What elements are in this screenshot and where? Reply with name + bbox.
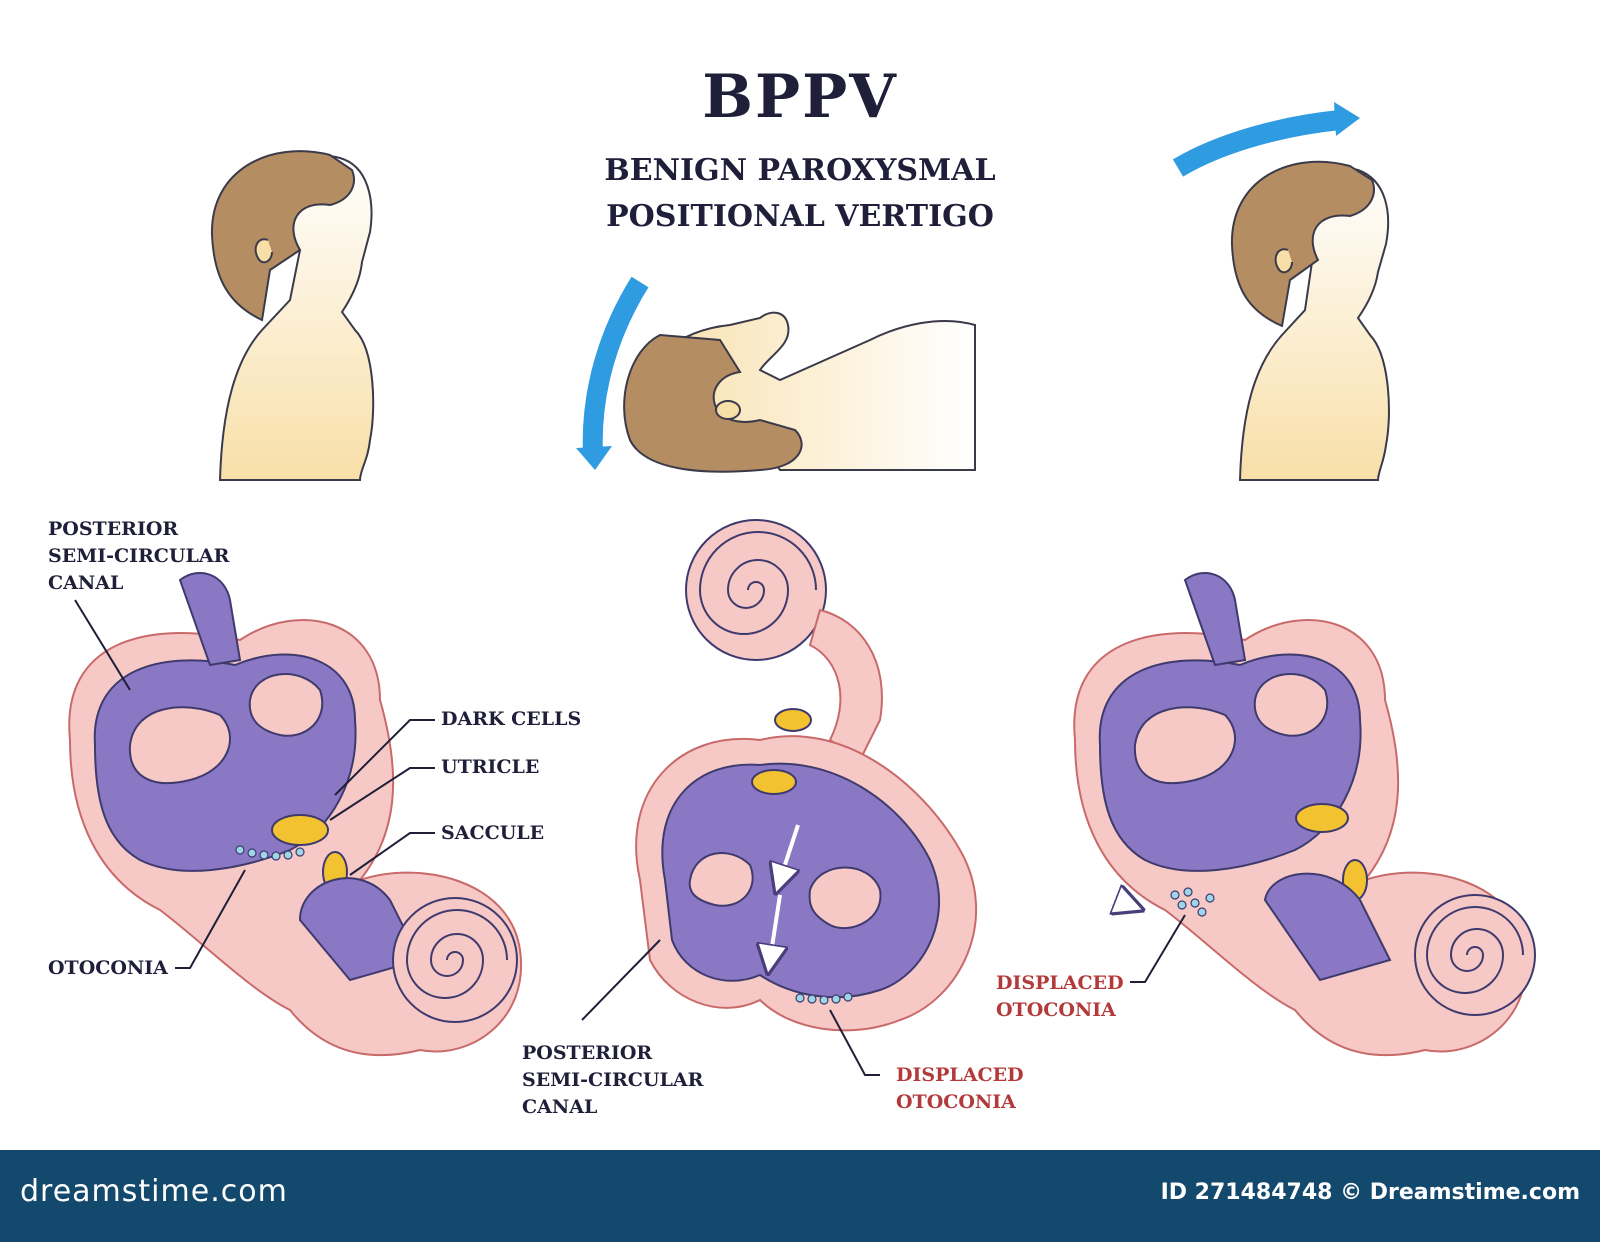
label-line: DISPLACED xyxy=(996,972,1124,994)
person-reclined xyxy=(576,276,976,473)
label-line: OTOCONIA xyxy=(896,1091,1016,1113)
label-line: OTOCONIA xyxy=(996,999,1116,1021)
label-line: DISPLACED xyxy=(896,1064,1024,1086)
label-utricle: UTRICLE xyxy=(441,756,540,778)
inner-ear-right xyxy=(1073,571,1536,1057)
label-displaced-otoconia-right: DISPLACED OTOCONIA xyxy=(996,970,1124,1024)
person-upright-right xyxy=(1172,102,1390,481)
label-line: POSTERIOR xyxy=(522,1042,653,1064)
label-line: SEMI-CIRCULAR xyxy=(48,545,230,567)
illustration xyxy=(68,102,1536,1076)
subtitle-line-2: POSITIONAL VERTIGO xyxy=(606,199,994,234)
footer-bar: dreamstime.com ID 271484748 © Dreamstime… xyxy=(0,1150,1600,1242)
label-displaced-otoconia-center: DISPLACED OTOCONIA xyxy=(896,1062,1024,1116)
footer-id: ID 271484748 © Dreamstime.com xyxy=(1160,1180,1580,1205)
label-posterior-canal-left: POSTERIOR SEMI-CIRCULAR CANAL xyxy=(48,516,229,597)
label-dark-cells: DARK CELLS xyxy=(441,708,582,730)
label-line: CANAL xyxy=(48,572,124,594)
label-line: CANAL xyxy=(522,1096,598,1118)
inner-ear-left xyxy=(68,571,523,1057)
footer-brand[interactable]: dreamstime.com xyxy=(20,1174,288,1209)
label-otoconia: OTOCONIA xyxy=(48,957,168,979)
label-saccule: SACCULE xyxy=(441,822,545,844)
diagram-title: BPPV xyxy=(702,62,898,132)
inner-ear-center xyxy=(635,519,977,1032)
label-line: POSTERIOR xyxy=(48,518,179,540)
label-line: SEMI-CIRCULAR xyxy=(522,1069,704,1091)
leader-lines xyxy=(74,599,1186,1076)
label-posterior-canal-center: POSTERIOR SEMI-CIRCULAR CANAL xyxy=(522,1040,703,1121)
diagram-subtitle: BENIGN PAROXYSMAL POSITIONAL VERTIGO xyxy=(560,148,1040,240)
person-upright-left xyxy=(210,150,375,481)
subtitle-line-1: BENIGN PAROXYSMAL xyxy=(604,153,996,188)
